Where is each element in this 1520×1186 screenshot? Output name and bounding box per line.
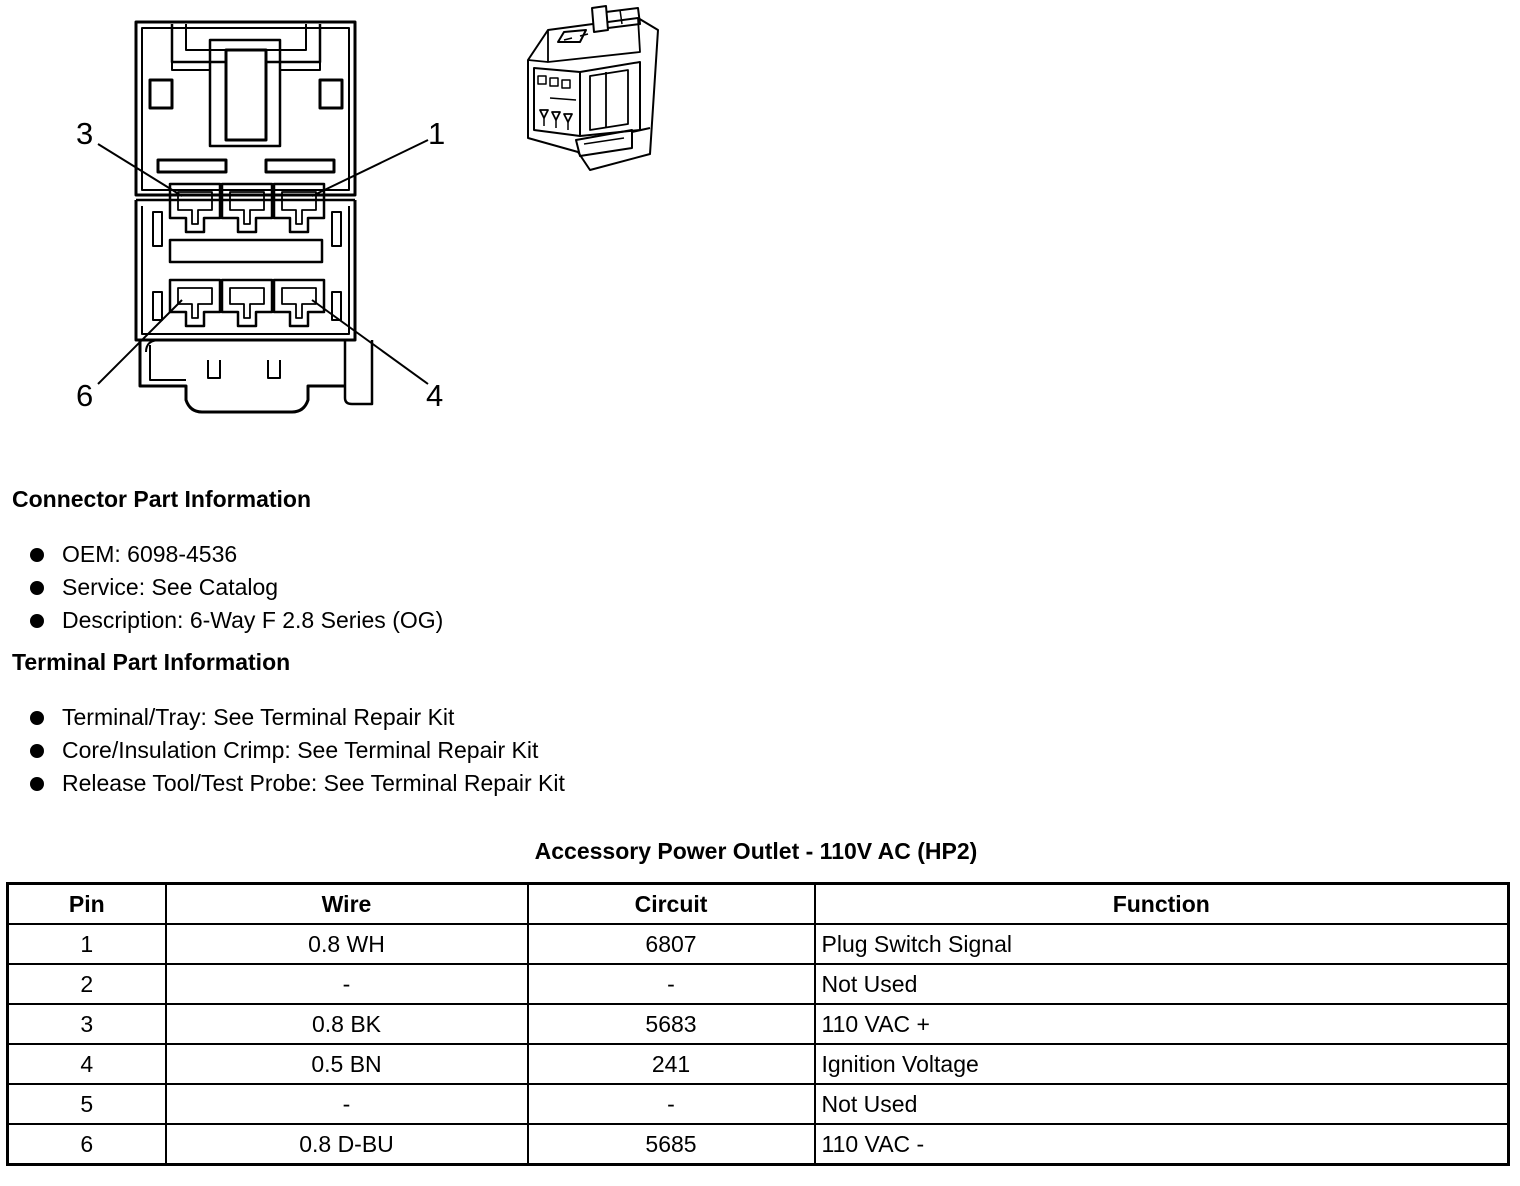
column-header-function: Function: [813, 882, 1510, 925]
cell-wire: 0.5 BN: [164, 1043, 529, 1085]
cell-pin: 2: [6, 963, 167, 1005]
list-item-text: Description: 6-Way F 2.8 Series (OG): [62, 607, 444, 633]
pin-label-1: 1: [428, 116, 446, 151]
list-item: OEM: 6098-4536: [30, 538, 443, 571]
list-item: Core/Insulation Crimp: See Terminal Repa…: [30, 734, 565, 767]
table-row: 1 0.8 WH 6807 Plug Switch Signal: [6, 923, 1510, 965]
table-row: 5 - - Not Used: [6, 1083, 1510, 1125]
cell-function: Plug Switch Signal: [813, 923, 1510, 965]
table-title: Accessory Power Outlet - 110V AC (HP2): [534, 838, 978, 864]
cell-circuit: -: [526, 1083, 816, 1125]
list-item-text: OEM: 6098-4536: [62, 541, 238, 567]
cell-function: Not Used: [813, 963, 1510, 1005]
list-item-text: Service: See Catalog: [62, 574, 279, 600]
cell-wire: 0.8 D-BU: [164, 1123, 529, 1166]
cell-pin: 5: [6, 1083, 167, 1125]
column-header-circuit: Circuit: [526, 882, 816, 925]
pin-label-4: 4: [426, 378, 444, 413]
cell-function: 110 VAC +: [813, 1003, 1510, 1045]
table-row: 6 0.8 D-BU 5685 110 VAC -: [6, 1123, 1510, 1166]
terminal-part-info-list: Terminal/Tray: See Terminal Repair Kit C…: [30, 701, 565, 800]
cell-function: Not Used: [813, 1083, 1510, 1125]
list-item: Release Tool/Test Probe: See Terminal Re…: [30, 767, 565, 800]
terminal-part-info-heading: Terminal Part Information: [12, 649, 291, 675]
bullet-icon: [30, 744, 44, 758]
list-item-text: Release Tool/Test Probe: See Terminal Re…: [62, 770, 565, 796]
cell-circuit: 6807: [526, 923, 816, 965]
cell-circuit: 241: [526, 1043, 816, 1085]
cell-pin: 6: [6, 1123, 167, 1166]
cell-circuit: 5683: [526, 1003, 816, 1045]
cell-pin: 4: [6, 1043, 167, 1085]
pin-label-6: 6: [76, 378, 94, 413]
cell-wire: 0.8 BK: [164, 1003, 529, 1045]
list-item: Description: 6-Way F 2.8 Series (OG): [30, 604, 443, 637]
table-row: 3 0.8 BK 5683 110 VAC +: [6, 1003, 1510, 1045]
cell-pin: 1: [6, 923, 167, 965]
pinout-table: Pin Wire Circuit Function 1 0.8 WH 6807 …: [6, 882, 1510, 1166]
cell-function: Ignition Voltage: [813, 1043, 1510, 1085]
cell-wire: -: [164, 1083, 529, 1125]
connector-isometric-drawing: [520, 2, 670, 182]
bullet-icon: [30, 548, 44, 562]
list-item: Terminal/Tray: See Terminal Repair Kit: [30, 701, 565, 734]
column-header-wire: Wire: [164, 882, 529, 925]
bullet-icon: [30, 777, 44, 791]
column-header-pin: Pin: [6, 882, 167, 925]
cell-wire: -: [164, 963, 529, 1005]
table-row: 2 - - Not Used: [6, 963, 1510, 1005]
list-item: Service: See Catalog: [30, 571, 443, 604]
cell-pin: 3: [6, 1003, 167, 1045]
connector-part-info-list: OEM: 6098-4536 Service: See Catalog Desc…: [30, 538, 443, 637]
list-item-text: Core/Insulation Crimp: See Terminal Repa…: [62, 737, 539, 763]
connector-part-info-heading: Connector Part Information: [12, 486, 312, 512]
list-item-text: Terminal/Tray: See Terminal Repair Kit: [62, 704, 455, 730]
cell-wire: 0.8 WH: [164, 923, 529, 965]
bullet-icon: [30, 711, 44, 725]
bullet-icon: [30, 614, 44, 628]
table-row: 4 0.5 BN 241 Ignition Voltage: [6, 1043, 1510, 1085]
cell-function: 110 VAC -: [813, 1123, 1510, 1166]
bullet-icon: [30, 581, 44, 595]
cell-circuit: 5685: [526, 1123, 816, 1166]
pin-label-3: 3: [76, 116, 94, 151]
table-header-row: Pin Wire Circuit Function: [6, 882, 1510, 925]
cell-circuit: -: [526, 963, 816, 1005]
